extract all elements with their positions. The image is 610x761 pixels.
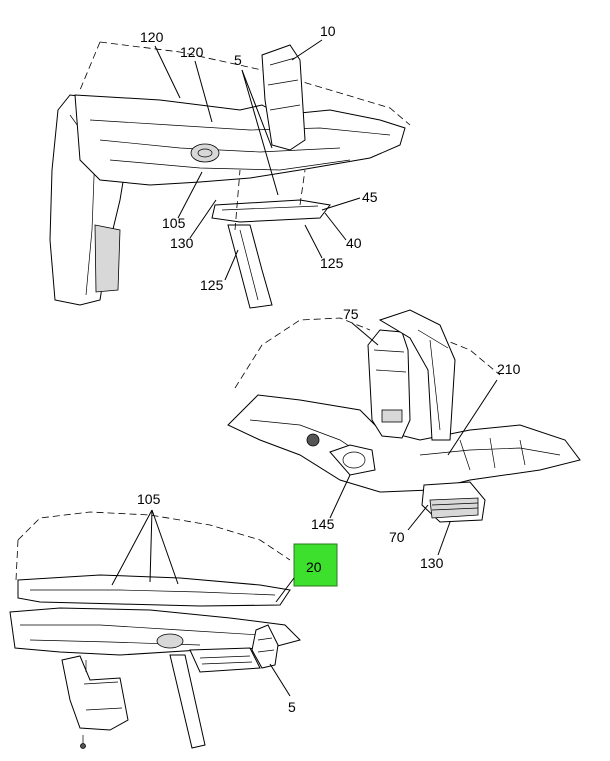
callout-125-right: 125 (320, 255, 344, 271)
callout-210: 210 (497, 361, 521, 377)
callout-120-left: 120 (140, 29, 164, 45)
bottom-view-instrument-panel (9, 511, 301, 749)
callout-70: 70 (389, 529, 405, 545)
highlight-box-20[interactable] (293, 543, 338, 587)
top-callouts: 120 120 5 10 45 40 125 125 105 130 (140, 23, 378, 293)
callout-105-bottom: 105 (137, 491, 161, 507)
callout-130-bottom: 130 (420, 555, 444, 571)
middle-callouts: 75 210 145 70 130 (311, 306, 521, 571)
callout-5-bottom: 5 (288, 699, 296, 715)
bottom-callouts: 105 5 20 (111, 491, 338, 715)
callout-120-right: 120 (180, 44, 204, 60)
middle-view-console (227, 309, 581, 523)
callout-5-top: 5 (234, 52, 242, 68)
callout-45: 45 (362, 189, 378, 205)
callout-105: 105 (162, 215, 186, 231)
callout-130-top: 130 (170, 235, 194, 251)
callout-10: 10 (320, 23, 336, 39)
top-view-instrument-panel (49, 41, 411, 309)
callout-145: 145 (311, 516, 335, 532)
callout-75: 75 (343, 306, 359, 322)
callout-125-left: 125 (200, 277, 224, 293)
callout-40: 40 (346, 235, 362, 251)
callout-20[interactable]: 20 (306, 559, 322, 575)
